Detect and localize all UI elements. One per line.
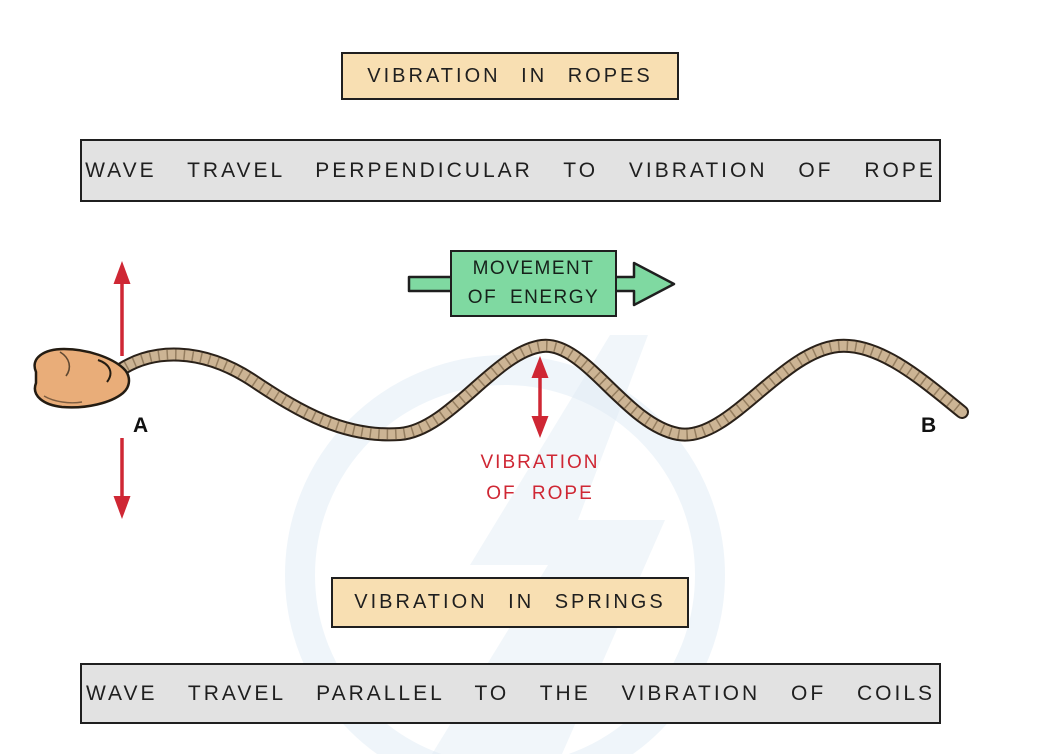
ropes-title-text: VIBRATION IN ROPES	[367, 64, 653, 87]
springs-subtitle-box: WAVE TRAVEL PARALLEL TO THE VIBRATION OF…	[80, 663, 941, 724]
energy-box-line2: OF ENERGY	[467, 286, 600, 308]
ropes-subtitle-box: WAVE TRAVEL PERPENDICULAR TO VIBRATION O…	[80, 139, 941, 202]
vibration-label-line1: VIBRATION	[480, 452, 600, 473]
ropes-subtitle-text: WAVE TRAVEL PERPENDICULAR TO VIBRATION O…	[85, 158, 936, 182]
watermark-bolt	[432, 335, 665, 754]
energy-box: MOVEMENT OF ENERGY	[450, 250, 617, 317]
springs-title-box: VIBRATION IN SPRINGS	[331, 577, 689, 628]
springs-subtitle-text: WAVE TRAVEL PARALLEL TO THE VIBRATION OF…	[85, 681, 936, 705]
hand-illustration	[33, 347, 131, 409]
vibration-arrow-a	[113, 261, 131, 519]
rope	[105, 338, 969, 442]
ropes-title-box: VIBRATION IN ROPES	[341, 52, 679, 100]
point-b-label: B	[921, 414, 937, 437]
vibration-of-rope-label: VIBRATION OF ROPE	[455, 447, 625, 510]
point-a-label: A	[133, 414, 149, 437]
vibration-arrow-rope	[531, 356, 549, 438]
springs-title-text: VIBRATION IN SPRINGS	[354, 591, 666, 613]
vibration-label-line2: OF ROPE	[486, 483, 594, 505]
energy-box-line1: MOVEMENT	[472, 258, 595, 279]
